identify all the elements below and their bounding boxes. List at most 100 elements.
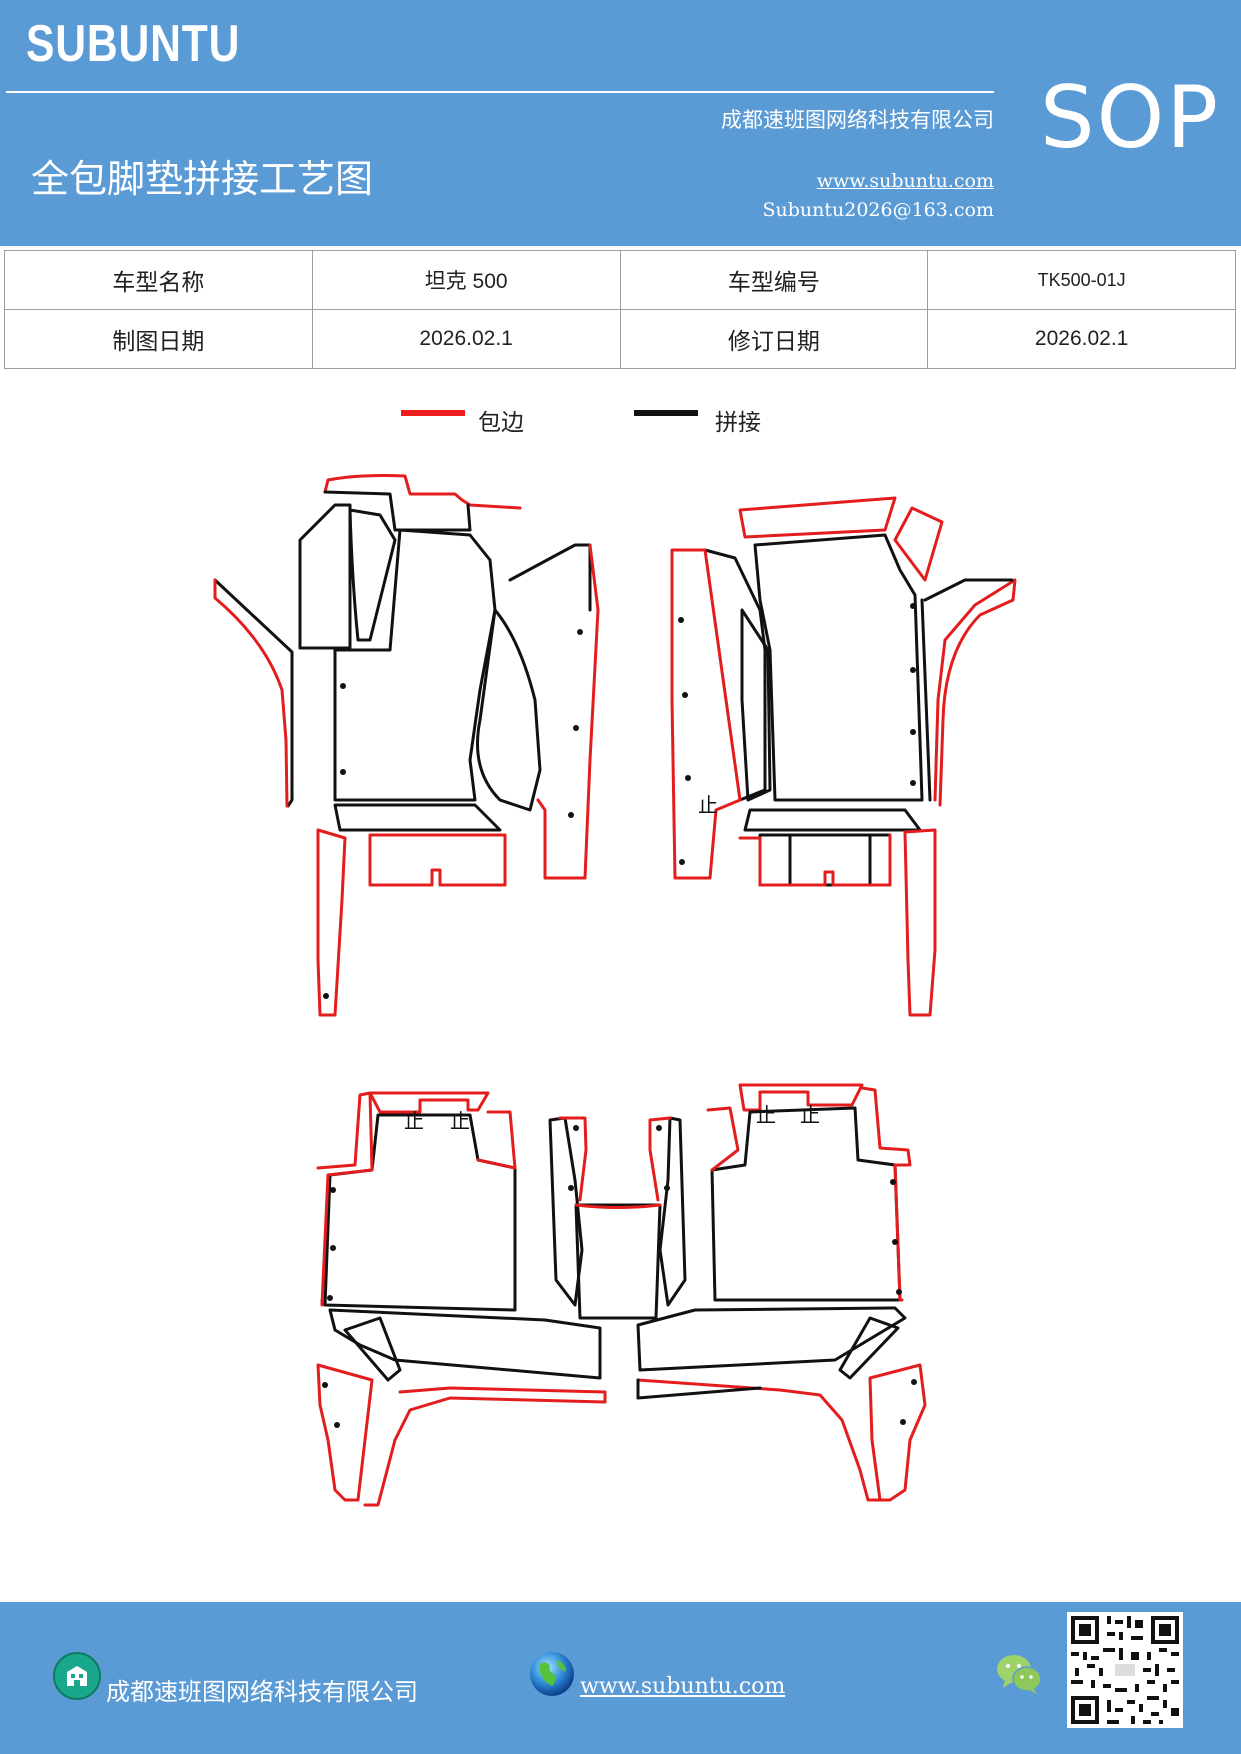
fl-wedge xyxy=(348,508,397,642)
rr-stop-mark: 止 xyxy=(800,1103,820,1127)
fr-rivet xyxy=(910,667,916,673)
rc-center-panel xyxy=(574,1203,662,1320)
revise-date-label: 修订日期 xyxy=(619,309,929,369)
header-divider xyxy=(6,91,994,93)
fl-right-strip-edge xyxy=(536,543,600,880)
rl-rivet xyxy=(322,1382,328,1388)
fr-stop-mark: 止 xyxy=(698,793,718,817)
table-row: 车型名称 坦克 500 车型编号 TK500-01J xyxy=(4,250,1236,310)
rr-lower-right-edge xyxy=(868,1363,927,1502)
page-footer: 成都速班图网络科技有限公司 www.subuntu.com xyxy=(0,1602,1241,1754)
rr-rivet xyxy=(890,1179,896,1185)
wechat-icon[interactable] xyxy=(995,1652,1043,1696)
draw-date-label: 制图日期 xyxy=(4,309,313,369)
rl-lower-left-edge xyxy=(316,1363,374,1502)
rr-stop-mark: 止 xyxy=(756,1103,776,1127)
fr-main-panel xyxy=(753,533,924,802)
fr-left-strip xyxy=(703,548,767,802)
info-table: 车型名称 坦克 500 车型编号 TK500-01J 制图日期 2026.02.… xyxy=(4,250,1236,369)
fl-small-panel xyxy=(298,503,352,650)
rr-top-edge xyxy=(738,1083,864,1112)
fl-rivet xyxy=(568,812,574,818)
globe-icon xyxy=(530,1652,574,1696)
rear-left-mat-group: 止 止 xyxy=(316,1091,607,1507)
model-code-label: 车型编号 xyxy=(619,250,929,310)
rl-rivet xyxy=(327,1295,333,1301)
fl-lower-strip-edge xyxy=(316,828,347,1017)
rl-stop-mark: 止 xyxy=(404,1109,424,1133)
model-code-value: TK500-01J xyxy=(927,250,1236,310)
rl-right-ear xyxy=(476,1110,517,1170)
fl-tunnel-piece xyxy=(476,608,542,812)
rr-right-ear-edge xyxy=(860,1086,912,1302)
fr-rivet xyxy=(682,692,688,698)
model-name-value: 坦克 500 xyxy=(311,250,621,310)
page-header: SUBUNTU 成都速班图网络科技有限公司 全包脚垫拼接工艺图 www.subu… xyxy=(0,0,1241,246)
rl-rivet xyxy=(330,1187,336,1193)
header-company-name: 成都速班图网络科技有限公司 xyxy=(721,108,994,132)
fr-corner-edge xyxy=(893,506,944,582)
rr-rivet xyxy=(892,1239,898,1245)
fr-rivet xyxy=(679,859,685,865)
rl-top-edge xyxy=(368,1091,490,1114)
rr-lower-wedge xyxy=(838,1316,900,1380)
fl-rivet xyxy=(577,629,583,635)
building-icon xyxy=(53,1652,101,1700)
fl-left-flap-edge xyxy=(213,578,289,808)
fr-left-strip-edge xyxy=(670,548,742,880)
qr-code[interactable] xyxy=(1067,1612,1183,1728)
rl-stop-mark: 止 xyxy=(450,1109,470,1133)
rc-center-top-edge xyxy=(574,1203,662,1209)
fr-rivet xyxy=(910,729,916,735)
rr-rivet xyxy=(656,1125,662,1131)
rl-lower-bar-edge xyxy=(363,1386,607,1507)
fr-bottom-panel xyxy=(743,808,922,832)
fr-inner-strip xyxy=(740,608,772,802)
fl-right-strip xyxy=(508,543,592,612)
fr-top-strip-edge xyxy=(738,496,897,539)
rear-right-mat-group: 止 止 xyxy=(636,1083,927,1502)
fl-footrest-edge xyxy=(368,833,507,887)
rr-rivet xyxy=(900,1419,906,1425)
fl-rivet xyxy=(323,993,329,999)
fl-rivet xyxy=(340,769,346,775)
front-left-mat-group xyxy=(213,474,600,1017)
fr-footrest-edge xyxy=(738,833,892,887)
rl-lower-wedge xyxy=(343,1316,402,1382)
rear-center-mat xyxy=(574,1203,662,1320)
document-title: 全包脚垫拼接工艺图 xyxy=(31,157,374,201)
rl-tunnel-strip-edge xyxy=(558,1116,588,1202)
legend-edge-swatch xyxy=(401,410,465,416)
fl-top-strip-join xyxy=(323,490,472,532)
draw-date-value: 2026.02.1 xyxy=(311,309,621,369)
rl-left-ear-edge xyxy=(316,1091,374,1307)
fr-rivet xyxy=(678,617,684,623)
fr-right-flap-edge xyxy=(933,578,1017,807)
qr-code-pattern xyxy=(1067,1612,1183,1728)
fr-rivet xyxy=(685,775,691,781)
fr-right-flap-join xyxy=(920,578,1014,802)
rl-rivet xyxy=(334,1422,340,1428)
rl-rivet xyxy=(568,1185,574,1191)
fr-lower-strip-edge xyxy=(903,828,937,1017)
rl-rivet xyxy=(573,1125,579,1131)
header-website-link[interactable]: www.subuntu.com xyxy=(816,170,994,192)
rl-main-panel xyxy=(323,1113,517,1312)
fr-rivet xyxy=(910,603,916,609)
table-row: 制图日期 2026.02.1 修订日期 2026.02.1 xyxy=(4,309,1236,369)
fr-rivet xyxy=(910,780,916,786)
rl-bottom-bar xyxy=(328,1308,602,1380)
legend-join-swatch xyxy=(634,410,698,416)
floor-mat-pattern-diagram: 止 止 止 xyxy=(213,474,1017,1507)
rr-rivet xyxy=(911,1379,917,1385)
rr-rivet xyxy=(664,1185,670,1191)
header-email[interactable]: Subuntu2026@163.com xyxy=(762,199,994,221)
fl-top-strip xyxy=(323,474,522,510)
fl-main-panel xyxy=(333,528,497,802)
fl-bottom-panel xyxy=(333,803,502,832)
rr-tunnel-strip xyxy=(658,1116,687,1307)
rr-tunnel-strip-edge xyxy=(648,1116,672,1202)
footer-website-link[interactable]: www.subuntu.com xyxy=(580,1674,786,1699)
sop-badge: SOP xyxy=(1040,68,1221,168)
front-right-mat-group: 止 xyxy=(670,496,1017,1017)
